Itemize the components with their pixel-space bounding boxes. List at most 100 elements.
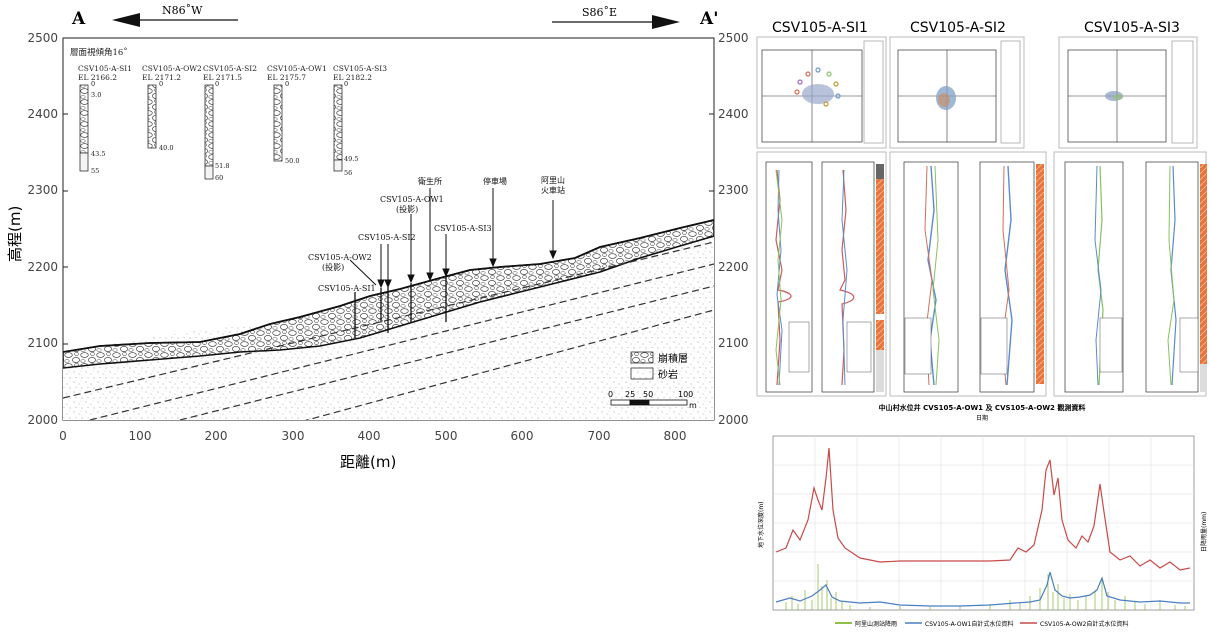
x-axis-title: 距離(m) [340,453,396,471]
borehole-log-name: CSV105-A-OW1 [267,64,327,73]
depth-label: 40.0 [159,144,173,152]
callout-ow1-sub: (投影) [396,204,418,214]
callout-station-1: 阿里山 [541,175,565,185]
depth-label: 51.8 [215,162,229,170]
panel-title-si3: CSV105-A-SI3 [1084,20,1180,36]
depth-label: 0 [159,80,163,88]
depth-label: 56 [344,169,352,177]
x-tick-label: 300 [282,429,305,443]
borehole-logs: CSV105-A-SI1 EL 2166.2 0 3.0 43.5 55 CSV… [78,64,387,182]
y-tick-label: 2200 [27,260,58,274]
depth-label: 0 [215,80,219,88]
legend-swatch-colluvium [630,351,654,364]
depth-profiles-si2 [889,151,1047,397]
plan-view-si1 [756,36,887,149]
borehole-log-name: CSV105-A-OW2 [142,64,202,73]
callout-arrows [349,188,557,289]
inclinometer-panels: CSV105-A-SI1 CSV105-A-SI2 CSV105-A-SI3 [756,20,1207,397]
y-tick-label: 2100 [27,336,58,350]
section-end-left: A [71,9,86,29]
ow2-series-line [775,447,1191,571]
bedding-line [179,285,714,420]
borehole-log-el: EL 2182.2 [333,73,372,82]
callout-ow1: CSV105-A-OW1 [380,195,444,204]
scale-unit: m [689,401,697,410]
legend-label-colluvium: 崩積層 [658,352,688,365]
x-tick-label: 600 [511,429,534,443]
y-tick-label-right: 2200 [718,260,749,274]
callout-si1: CSV105-A-SI1 [318,284,376,293]
legend-swatch-sandstone [630,367,654,380]
scale-tick: 50 [643,390,653,399]
depth-label: 55 [91,167,99,175]
y-tick-label: 2500 [27,31,58,45]
y-axis-ticks: 2500 2400 2300 2200 2100 2000 2500 2400 … [27,31,748,427]
water-level-chart: 中山村水位井 CVS105-A-OW1 及 CVS105-A-OW2 觀測資料 … [752,400,1210,635]
depth-label: 50.0 [285,157,299,165]
direction-arrow-right: S86˚E [552,6,680,29]
x-tick-label: 400 [358,429,381,443]
plan-view-si2 [889,36,1025,149]
callout-labels: CSV105-A-SI1 CSV105-A-OW2 (投影) CSV105-A-… [308,175,565,293]
x-tick-label: 800 [664,429,687,443]
borehole-log-el: EL 2166.2 [78,73,117,82]
depth-profiles-si1 [756,151,887,397]
borehole-log-column-rock [333,159,343,172]
borehole-log-el: EL 2171.2 [142,73,181,82]
legend-rain: 阿里山測站降雨 [855,620,897,628]
y-tick-label-right: 2300 [718,183,749,197]
ow1-series-line [775,571,1190,607]
scale-tick: 0 [608,390,613,399]
depth-label: 0 [285,80,289,88]
y-tick-label-right: 2500 [718,31,749,45]
scale-tick: 25 [625,390,635,399]
section-end-right: A' [699,9,718,29]
timeseries-grid [773,436,1194,610]
bedding-line [89,263,714,420]
dip-note: 層面視傾角16˚ [70,46,128,58]
borehole-log-name: CSV105-A-SI1 [78,64,132,73]
direction-left-label: N86˚W [162,4,203,17]
borehole-log-column-rock [204,165,214,180]
right-axis-title: 日降雨量(mm) [1200,512,1208,552]
scale-bar: 0 25 50 100 m [608,390,697,410]
legend-ow1: CSV105-A-OW1自計式水位資料 [925,620,1013,628]
y-tick-label-right: 2100 [718,336,749,350]
scale-tick: 100 [678,390,693,399]
panel-title-si1: CSV105-A-SI1 [772,20,868,36]
y-tick-label: 2400 [27,107,58,121]
x-tick-label: 700 [588,429,611,443]
borehole-log-el: EL 2171.5 [203,73,242,82]
callout-si2: CSV105-A-SI2 [358,233,416,242]
geology-layers [63,219,714,420]
panel-title-si2: CSV105-A-SI2 [910,20,1006,36]
legend-ow2: CSV105-A-OW2自計式水位資料 [1040,620,1128,628]
borehole-log-column [204,84,214,167]
borehole-log-el: EL 2175.7 [267,73,306,82]
legend-label-sandstone: 砂岩 [658,368,678,381]
callout-si3: CSV105-A-SI3 [434,224,492,233]
ground-surface [63,219,714,353]
borehole-log-column [79,84,89,154]
depth-label: 60 [215,174,223,182]
x-tick-label: 200 [205,429,228,443]
timeseries-legend: 阿里山測站降雨 CSV105-A-OW1自計式水位資料 CSV105-A-OW2… [835,620,1128,628]
depth-label: 49.5 [344,155,358,163]
depth-label: 0 [344,80,348,88]
y-axis-title: 高程(m) [6,206,24,262]
section-legend: 崩積層 砂岩 [630,351,688,381]
callout-clinic: 衛生所 [418,176,442,186]
borehole-log-column [147,84,157,149]
borehole-log-column [273,84,283,162]
callout-parking: 停車場 [483,176,507,186]
x-tick-label: 100 [129,429,152,443]
direction-right-label: S86˚E [582,6,617,19]
borehole-log-column [333,84,343,161]
callout-station-2: 火車站 [541,185,565,195]
depth-label: 3.0 [91,91,101,99]
geologic-section: A A' N86˚W S86˚E 2500 2400 2300 2200 210… [6,4,749,471]
borehole-log-name: CSV105-A-SI3 [333,64,387,73]
depth-profiles-si3 [1053,151,1207,397]
y-tick-label: 2300 [27,183,58,197]
